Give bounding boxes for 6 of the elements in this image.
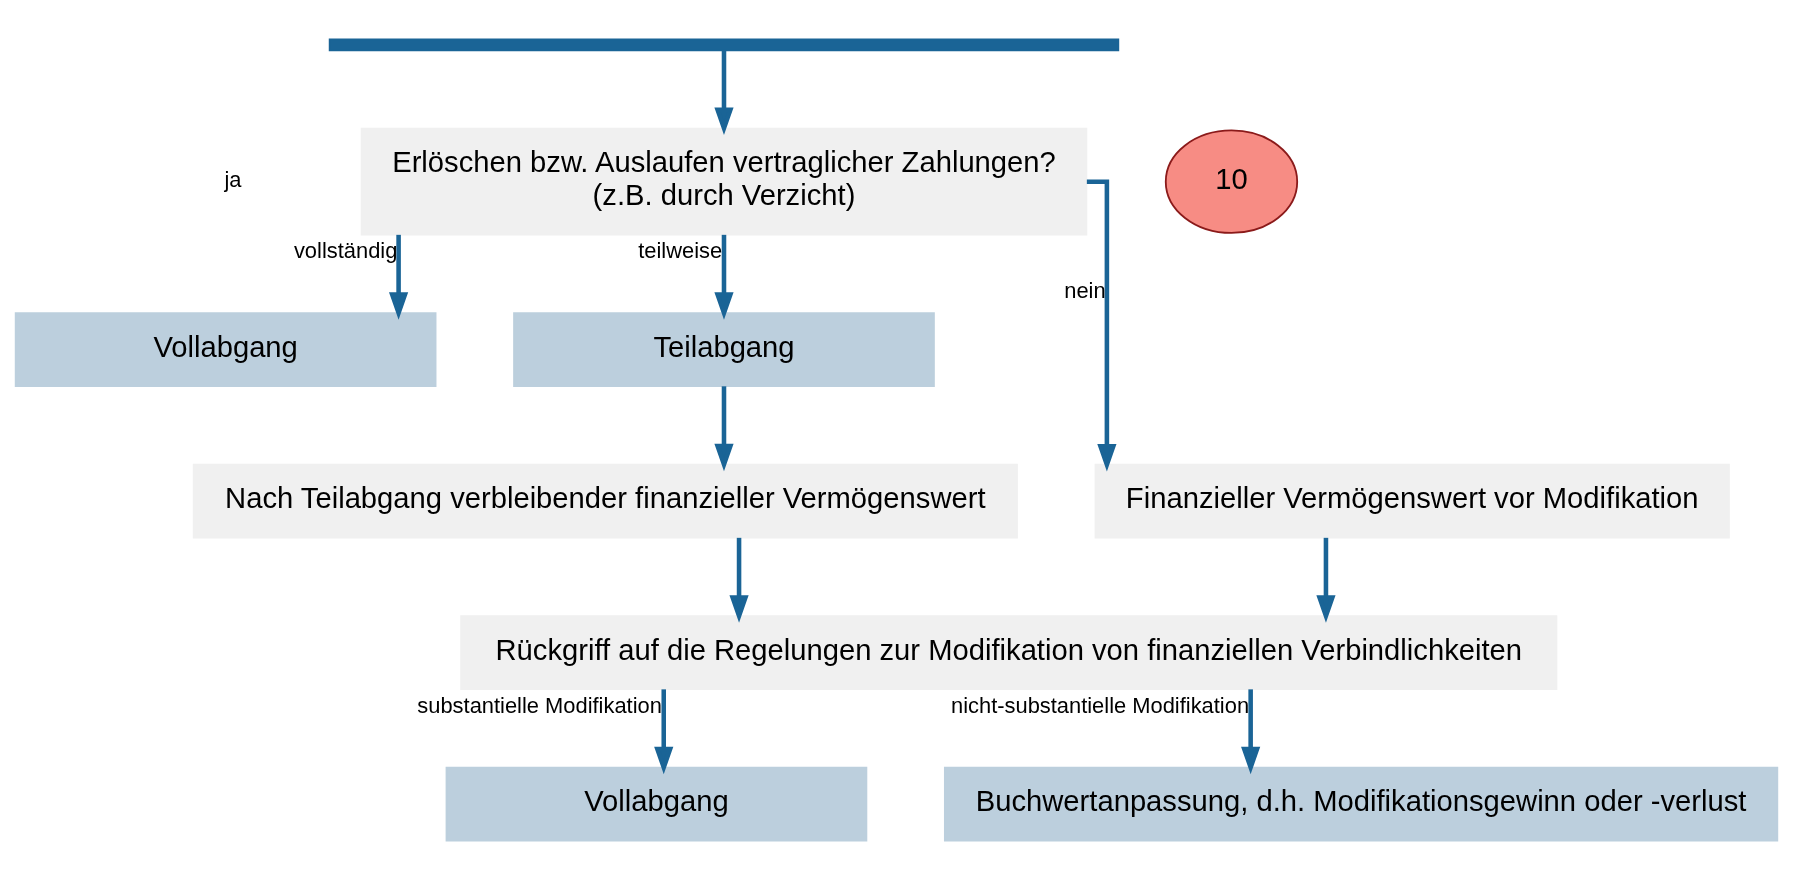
edge-label: substantielle Modifikation [417,693,662,718]
edge-label: nein [1064,277,1106,303]
edge-label: nicht-substantielle Modifikation [950,693,1250,718]
edge-label: vollständig [293,238,398,264]
edge-label: teilweise [638,238,723,264]
label: ja [224,167,242,193]
